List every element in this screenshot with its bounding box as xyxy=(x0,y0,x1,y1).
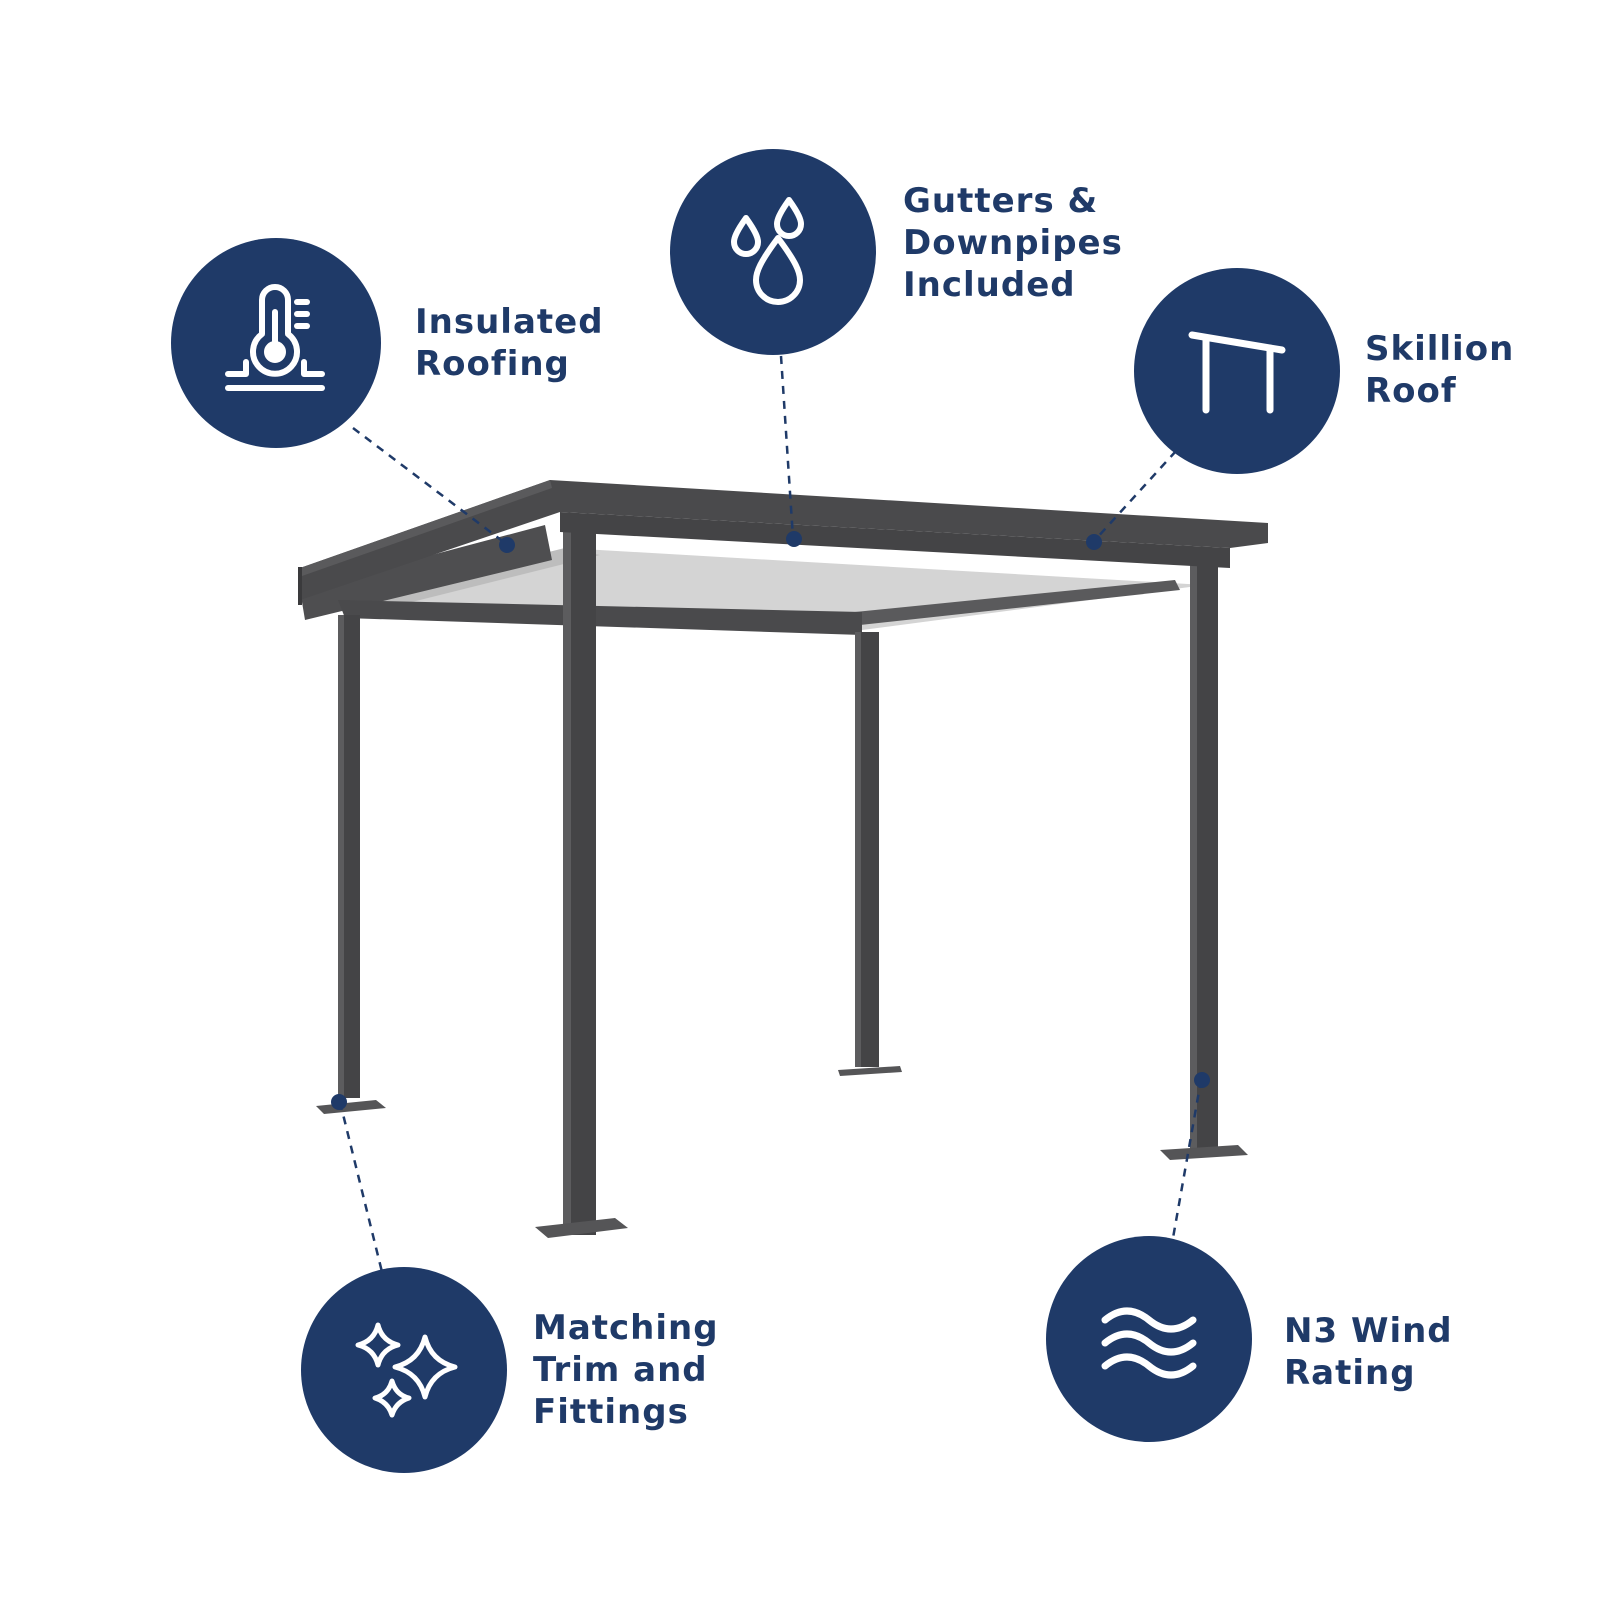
label-line: Fittings xyxy=(533,1392,689,1432)
footplate-front-right xyxy=(1160,1145,1248,1160)
post-back-right-edge xyxy=(855,632,861,1067)
sparkles-icon xyxy=(355,1322,458,1418)
badge-circle xyxy=(1134,268,1340,474)
label-line: N3 Wind xyxy=(1284,1311,1453,1351)
label-line: Trim and xyxy=(533,1350,708,1390)
skillion-roof-icon xyxy=(1188,331,1286,414)
connector-insulated xyxy=(352,427,506,544)
label-line: Downpipes xyxy=(903,223,1123,263)
front-bottom-beam xyxy=(338,600,862,635)
feature-label-gutters: Gutters & Downpipes Included xyxy=(903,180,1123,306)
label-line: Insulated xyxy=(415,302,604,342)
anchor-dot-gutters xyxy=(786,531,802,547)
label-line: Matching xyxy=(533,1308,719,1348)
post-front-right-edge xyxy=(1190,548,1197,1153)
feature-label-skillion: Skillion Roof xyxy=(1365,328,1514,412)
wind-waves-icon xyxy=(1101,1307,1197,1379)
left-beam xyxy=(300,525,552,620)
connector-wind xyxy=(1171,1079,1203,1239)
roof-top-edge xyxy=(300,480,552,576)
connector-skillion xyxy=(1094,450,1177,541)
anchor-dot-skillion xyxy=(1086,534,1102,550)
back-beam xyxy=(855,580,1180,625)
roof-left-fascia xyxy=(298,567,302,605)
footplate-back-right xyxy=(838,1066,902,1076)
feature-label-wind: N3 Wind Rating xyxy=(1284,1310,1453,1394)
footplate-back-left xyxy=(316,1100,386,1114)
footplate-front-left xyxy=(535,1218,628,1238)
label-line: Rating xyxy=(1284,1353,1416,1393)
connector-gutters xyxy=(779,355,795,539)
water-drops-icon xyxy=(731,197,804,305)
label-line: Skillion xyxy=(1365,329,1515,369)
anchor-dot-insulated xyxy=(499,537,515,553)
post-back-left-edge xyxy=(338,615,344,1098)
badge-circle xyxy=(670,149,876,355)
front-gutter-beam xyxy=(560,512,1230,568)
feature-label-insulated: Insulated Roofing xyxy=(415,301,604,385)
label-line: Included xyxy=(903,265,1076,305)
roof-top xyxy=(300,480,1268,600)
feature-label-trim: Matching Trim and Fittings xyxy=(533,1307,719,1433)
post-front-left-edge xyxy=(563,515,571,1235)
thermometer-insulation-icon xyxy=(225,284,325,391)
label-line: Roofing xyxy=(415,344,570,384)
anchor-dot-trim xyxy=(331,1094,347,1110)
label-line: Gutters & xyxy=(903,181,1099,221)
label-line: Roof xyxy=(1365,371,1457,411)
anchor-dot-wind xyxy=(1194,1072,1210,1088)
